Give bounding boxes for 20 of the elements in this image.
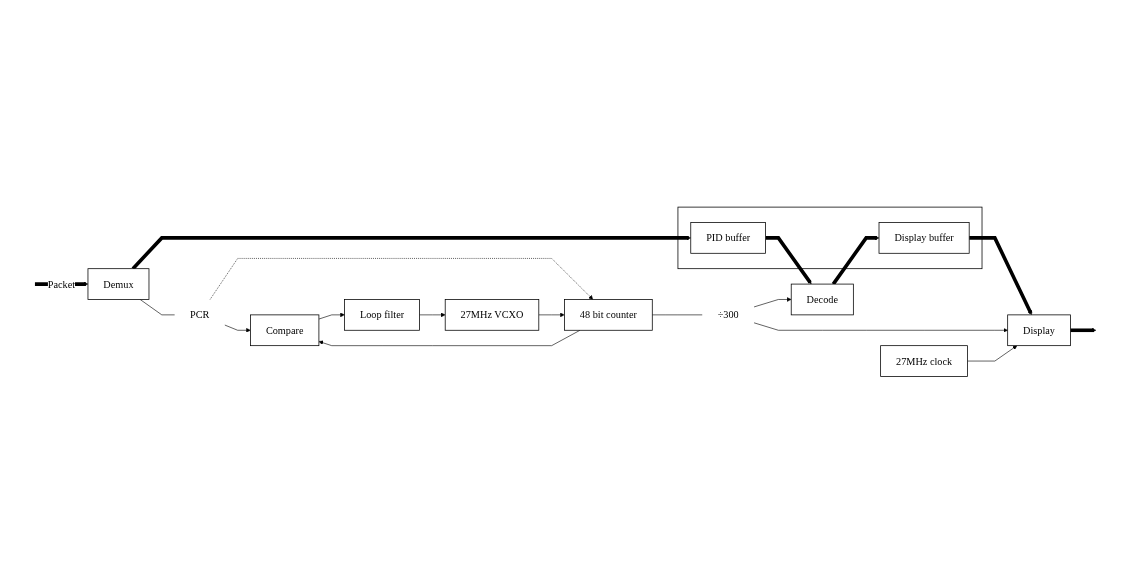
arrow — [1070, 328, 1097, 333]
node-box: 27MHz VCXO — [444, 299, 540, 331]
node-box: 48 bit counter — [564, 299, 653, 331]
node-box: PID buffer — [690, 222, 766, 254]
node-box: Display — [1007, 314, 1071, 347]
cluster — [677, 206, 983, 270]
node-box: 27MHz clock — [880, 345, 968, 378]
node-text: PCR — [190, 309, 210, 321]
connector — [651, 314, 703, 316]
connector — [139, 299, 175, 316]
node-text: ÷300 — [717, 309, 739, 321]
arrow — [765, 236, 812, 285]
edge-label: Packet — [47, 278, 76, 290]
node-box: Loop filter — [344, 299, 420, 331]
node-box: Demux — [87, 268, 150, 301]
arrow — [969, 236, 1033, 316]
node-box: Compare — [250, 314, 320, 347]
node-box: Decode — [790, 283, 854, 316]
node-box: Display buffer — [878, 222, 970, 254]
arrow — [831, 235, 880, 286]
